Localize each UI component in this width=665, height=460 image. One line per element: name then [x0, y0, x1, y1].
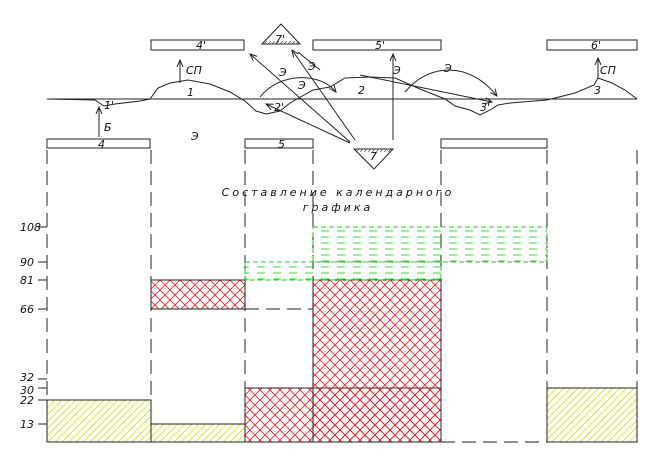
- fill-box-6p: [546, 39, 638, 51]
- y-tick-label-32: 32: [20, 371, 34, 384]
- scheme-labels: 1' 2' 3' 1 2 3 4' 5' 6' 4 5 7' 7 СП СП Б…: [98, 33, 616, 163]
- y-tick-label-81: 81: [20, 274, 34, 287]
- tag-sp-left: СП: [186, 64, 202, 77]
- reserve-label-7p: 7': [275, 33, 285, 46]
- tag-e-1: Э: [278, 66, 287, 79]
- bar-yellow-1: [46, 399, 152, 443]
- bar-red-c: [312, 279, 442, 443]
- arrow-arc-2: [259, 77, 336, 98]
- point-label-1p: 1': [104, 99, 114, 112]
- ground-profile: [46, 76, 638, 116]
- gantt-bars: [46, 226, 638, 443]
- bar-green-a: [244, 261, 442, 281]
- fill-label-5p: 5': [375, 39, 385, 52]
- arrow-7p-to-e: [297, 51, 321, 71]
- zone-label-2: 2: [358, 84, 365, 97]
- tag-e-5: Э: [443, 62, 452, 75]
- reserve-7p-hatch: [264, 41, 298, 44]
- tag-b: Б: [104, 121, 112, 134]
- caption: Составление календарного графика: [222, 186, 455, 214]
- fill-label-6p: 6': [591, 39, 601, 52]
- reserve-7-hatch: [356, 149, 391, 152]
- caption-line-2: графика: [303, 201, 373, 214]
- y-tick-label-30: 30: [20, 384, 34, 397]
- y-tick-label-90: 90: [20, 256, 34, 269]
- cut-label-5: 5: [278, 138, 285, 151]
- zone-label-3: 3: [594, 84, 601, 97]
- y-tick-label-13: 13: [20, 418, 34, 431]
- reserve-label-7: 7: [370, 150, 377, 163]
- scheme: [46, 23, 638, 170]
- cut-box-4: [46, 138, 151, 149]
- arrow-to-3p: [359, 74, 492, 102]
- cut-label-4: 4: [98, 138, 105, 151]
- point-label-3p: 3': [480, 101, 490, 114]
- arrow-7-to-4p: [250, 54, 351, 143]
- arrow-arc-3: [404, 69, 497, 96]
- tag-e-6: Э: [190, 130, 199, 143]
- y-tick-label-66: 66: [20, 303, 34, 316]
- fill-box-4p: [150, 39, 245, 51]
- tag-e-3: Э: [297, 79, 306, 92]
- bar-yellow-3: [546, 387, 638, 443]
- fill-box-5p: [312, 39, 442, 51]
- y-tick-label-22: 22: [20, 394, 34, 407]
- fill-label-4p: 4': [196, 39, 206, 52]
- cut-box-5: [244, 138, 314, 149]
- bar-yellow-2: [150, 423, 246, 443]
- point-label-2p: 2': [274, 101, 284, 114]
- tag-e-4: Э: [392, 64, 401, 77]
- bar-red-a: [150, 279, 246, 310]
- zone-label-1: 1: [187, 86, 194, 99]
- caption-line-1: Составление календарного: [222, 186, 455, 199]
- arrow-7-to-1: [266, 104, 351, 144]
- tag-sp-right: СП: [600, 64, 616, 77]
- cut-box-blank: [440, 138, 548, 149]
- arrow-7-to-7p: [292, 50, 356, 141]
- bar-green-b: [312, 226, 548, 263]
- tag-e-2: Э: [307, 60, 316, 73]
- y-tick-label-108: 108: [20, 221, 41, 234]
